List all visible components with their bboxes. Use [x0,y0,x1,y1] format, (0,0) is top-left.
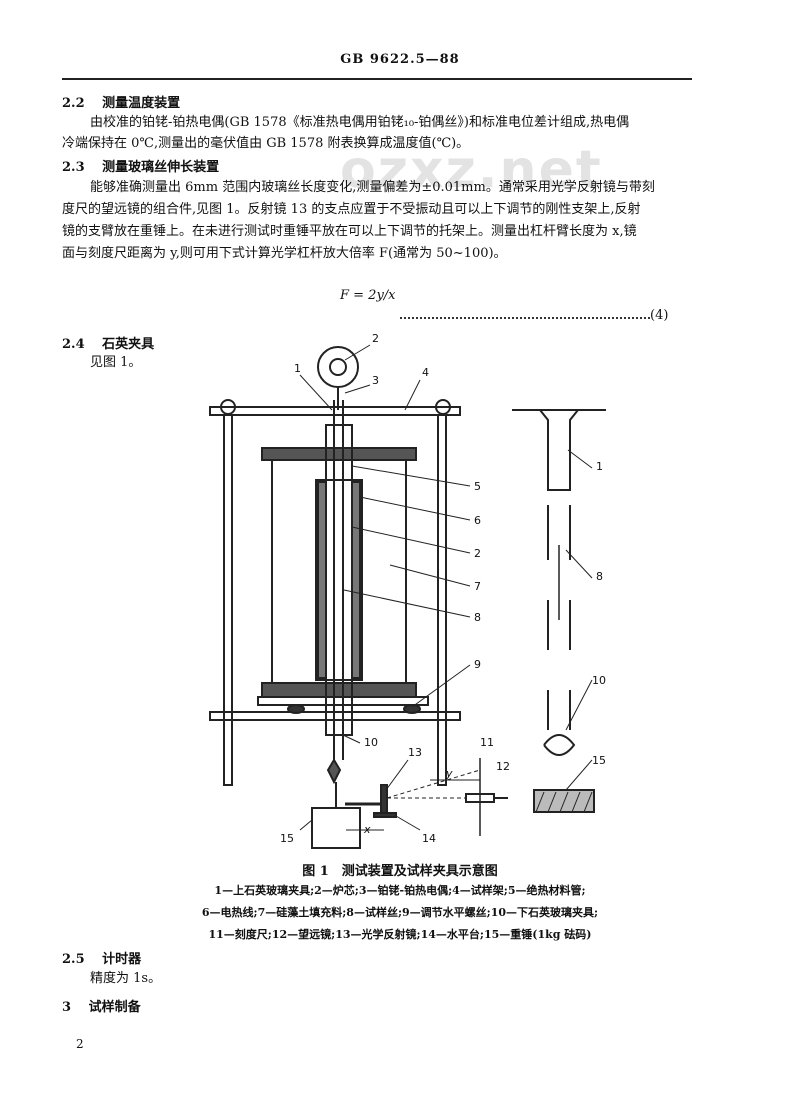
section-2-3-heading: 2.3 测量玻璃丝伸长装置 [62,156,219,175]
section-2-5-title: 计时器 [102,952,142,967]
figure-caption: 图 1 测试装置及试样夹具示意图 [302,864,498,879]
fig-label-15: 15 [280,832,294,845]
fig-label-1: 1 [294,362,301,375]
section-3-number: 3 [62,1000,72,1015]
fig-label-12: 12 [496,760,510,773]
fig-label-3: 3 [372,374,379,387]
fig-detail-label-1: 1 [596,460,603,473]
fig-label-14: 14 [422,832,436,845]
thermocouple-head-inner [329,358,347,376]
fig-detail-label-8: 8 [596,570,603,583]
lower-hook [326,758,342,785]
fig-label-2b: 2 [474,547,481,560]
fig-label-13: 13 [408,746,422,759]
fig-label-5: 5 [474,480,481,493]
insulating-tube [315,479,363,681]
section-2-4-heading: 2.4 石英夹具 [62,333,154,352]
furnace-bottom-cap [261,682,417,698]
equation-number: (4) [650,308,669,323]
section-2-4-title: 石英夹具 [102,337,155,352]
post-left [223,414,233,786]
fig-detail-label-15: 15 [592,754,606,767]
section-2-2-title: 测量温度装置 [102,96,181,111]
section-3-title: 试样制备 [88,1000,141,1015]
watermark: ozxz.net [340,140,603,200]
fig-label-6: 6 [474,514,481,527]
platform-14 [373,812,397,818]
furnace-top-cap [261,447,417,461]
figure-1-diagram: 1 2 3 4 5 6 2 7 8 9 10 11 12 13 14 15 1 … [209,332,606,849]
insulation-fill-right [351,481,361,679]
detail-hook [543,734,576,756]
thermocouple-head [317,346,359,388]
page-number: 2 [76,1037,84,1051]
fig-detail-label-10: 10 [592,674,606,687]
fig-axis-y: y [445,767,453,780]
section-2-3-line2: 度尺的望远镜的组合件,见图 1。反射镜 13 的支点应置于不受振动且可以上下调节… [62,202,641,217]
section-2-4-number: 2.4 [62,337,85,352]
header-rule [62,78,692,80]
section-2-2-number: 2.2 [62,96,85,111]
insulation-fill-left [317,481,327,679]
fig-label-10: 10 [364,736,378,749]
figure-legend-line2: 6—电热线;7—硅藻土填充料;8—试样丝;9—调节水平螺丝;10—下石英玻璃夹具… [201,906,599,919]
section-2-3-line3: 镜的支臂放在重锤上。在未进行测试时重锤平放在可以上下调节的托架上。测量出杠杆臂长… [62,224,637,239]
leveling-screw-left [287,704,305,714]
section-2-2-line1: 由校准的铂铑-铂热电偶(GB 1578《标准热电偶用铂铑₁₀-铂偶丝》)和标准电… [90,115,630,130]
formula-leader-dots [400,309,650,319]
section-2-3-number: 2.3 [62,160,85,175]
weight-15 [311,807,361,849]
base-plate [257,696,429,706]
fig-label-7: 7 [474,580,481,593]
detail-rod-upper [547,505,571,560]
figure-legend-line3: 11—刻度尺;12—望远镜;13—光学反射镜;14—水平台;15—重锤(1kg … [208,928,592,941]
leveling-screw-right [403,704,421,714]
section-2-3-line1: 能够准确测量出 6mm 范围内玻璃丝长度变化,测量偏差为±0.01mm。通常采用… [90,180,655,195]
page-header: GB 9622.5—88 [340,52,460,67]
section-2-2-line2: 冷端保持在 0℃,测量出的毫伏值由 GB 1578 附表换算成温度值(℃)。 [62,136,470,151]
section-2-3-line4: 面与刻度尺距离为 y,则可用下式计算光学杠杆放大倍率 F(通常为 50~100)… [62,246,507,261]
core-tube [325,424,353,736]
detail-lower-clamp [547,690,571,730]
detail-upper-clamp [512,409,606,491]
section-2-2-heading: 2.2 测量温度装置 [62,92,180,111]
fig-label-11: 11 [480,736,494,749]
section-2-4-text: 见图 1。 [90,355,142,370]
fig-label-2: 2 [372,332,379,345]
fig-label-4: 4 [422,366,429,379]
fig-axis-x: x [363,823,371,836]
formula: F = 2y/x [340,288,396,303]
post-right [437,414,447,786]
fig-label-9: 9 [474,658,481,671]
section-2-5-number: 2.5 [62,952,85,967]
detail-rod-lower [547,600,571,650]
fig-label-8: 8 [474,611,481,624]
section-2-5-text: 精度为 1s。 [90,971,162,986]
section-3-heading: 3 试样制备 [62,996,141,1015]
section-2-3-title: 测量玻璃丝伸长装置 [102,160,220,175]
section-2-5-heading: 2.5 计时器 [62,948,141,967]
figure-legend-line1: 1—上石英玻璃夹具;2—炉芯;3—铂铑-铂热电偶;4—试样架;5—绝热材料管; [214,884,586,897]
furnace-cylinder [271,449,407,696]
